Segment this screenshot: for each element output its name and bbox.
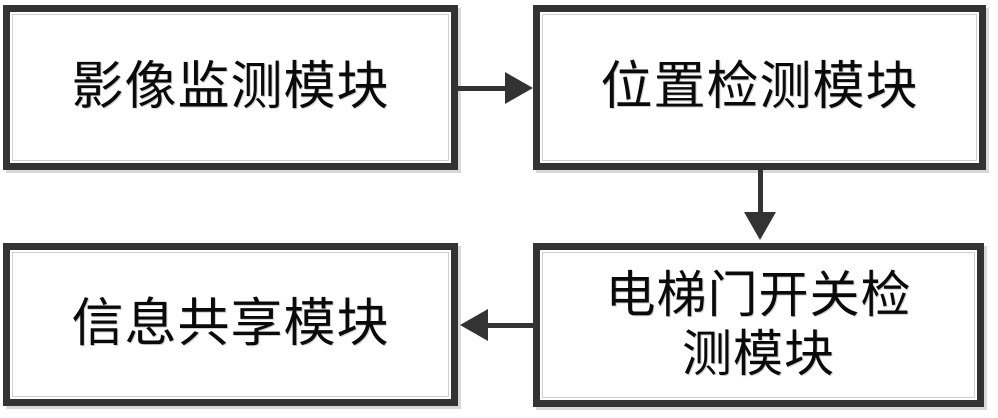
node-position-detect-label: 位置检测模块 bbox=[600, 57, 919, 118]
edge-line bbox=[758, 170, 763, 222]
node-position-detect[interactable]: 位置检测模块 bbox=[533, 5, 986, 170]
node-info-share-label: 信息共享模块 bbox=[71, 294, 390, 355]
edge-line bbox=[478, 323, 535, 328]
arrow-left-icon bbox=[460, 309, 488, 341]
arrow-down-icon bbox=[744, 212, 776, 240]
arrow-right-icon bbox=[505, 72, 533, 104]
edge-line bbox=[457, 86, 517, 91]
node-door-detect[interactable]: 电梯门开关检 测模块 bbox=[533, 243, 984, 407]
node-image-monitor-label: 影像监测模块 bbox=[71, 57, 390, 118]
node-image-monitor[interactable]: 影像监测模块 bbox=[3, 5, 458, 170]
node-info-share[interactable]: 信息共享模块 bbox=[3, 243, 458, 406]
node-door-detect-label: 电梯门开关检 测模块 bbox=[605, 266, 912, 383]
